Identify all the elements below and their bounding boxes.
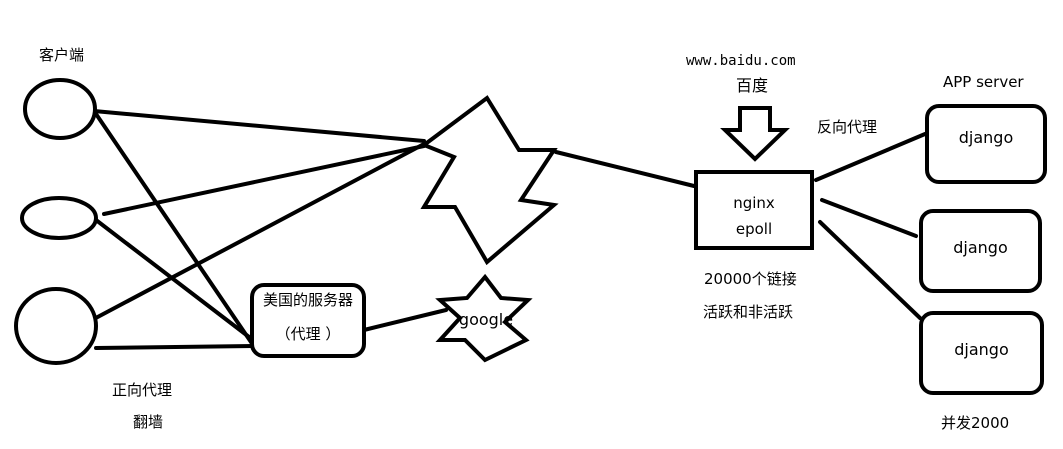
- connections-label: 20000个链接: [704, 270, 797, 288]
- django-box-2: [919, 209, 1042, 293]
- server-connections: [814, 132, 927, 320]
- proxy-server-box: [250, 283, 366, 358]
- client-node-1: [23, 78, 97, 140]
- internet-star: [419, 95, 559, 266]
- line-nginx-django2: [820, 198, 918, 238]
- client-node-2: [20, 196, 98, 240]
- nginx-box: [694, 170, 814, 250]
- app-server-label: APP server: [943, 73, 1024, 91]
- line-nginx-django1: [814, 132, 927, 182]
- concurrency-label: 并发2000: [941, 414, 1010, 432]
- reverse-proxy-label: 反向代理: [817, 118, 878, 136]
- baidu-label: 百度: [736, 76, 769, 95]
- client-label: 客户端: [39, 46, 85, 64]
- forward-proxy-label: 正向代理: [112, 381, 173, 399]
- line-client3-internet: [90, 142, 426, 322]
- django-label-2: django: [953, 238, 1008, 257]
- google-label: google: [458, 310, 514, 329]
- line-proxy-google: [362, 308, 448, 332]
- line-client2-internet: [102, 144, 426, 216]
- nginx-label: nginx: [733, 194, 775, 212]
- line-client2-proxy: [94, 218, 255, 342]
- baidu-url-label: www.baidu.com: [686, 53, 796, 69]
- line-client3-proxy: [94, 344, 255, 350]
- us-server-label-line2: （代理 ）: [275, 325, 341, 343]
- epoll-label: epoll: [735, 220, 773, 238]
- client-connections: [90, 109, 696, 350]
- line-client1-internet: [92, 109, 426, 143]
- wall-label: 翻墙: [133, 413, 164, 431]
- line-internet-nginx: [554, 150, 696, 188]
- django-box-1: [925, 104, 1047, 184]
- django-label-3: django: [954, 340, 1009, 359]
- us-server-label-line1: 美国的服务器: [262, 291, 353, 309]
- line-client1-proxy: [92, 109, 255, 347]
- django-label-1: django: [958, 128, 1014, 147]
- active-inactive-label: 活跃和非活跃: [703, 303, 794, 321]
- line-nginx-django3: [818, 220, 922, 320]
- client-node-3: [14, 287, 98, 365]
- django-box-3: [919, 311, 1044, 395]
- arrow-down-icon: [720, 106, 790, 162]
- google-star: [435, 273, 533, 363]
